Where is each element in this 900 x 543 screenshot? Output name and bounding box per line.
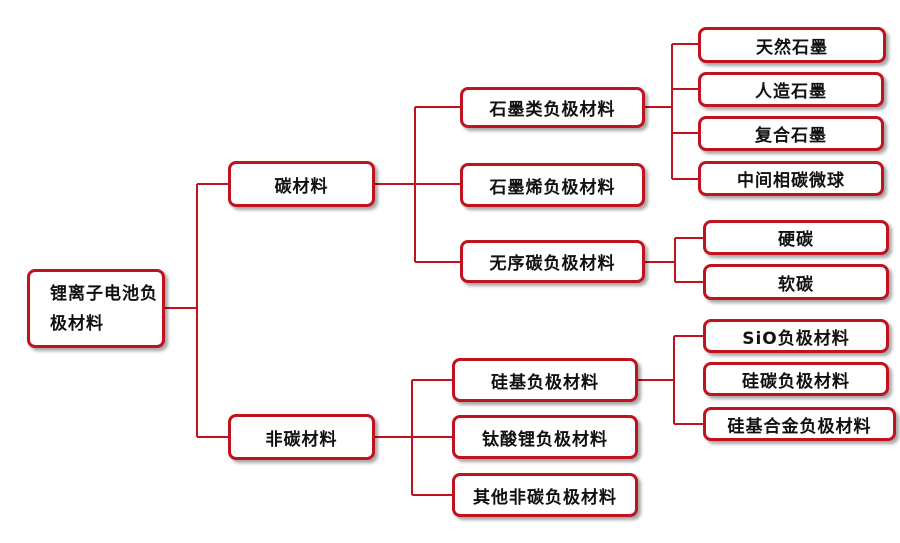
lithium-titanate-anode-label: 钛酸锂负极材料 (482, 429, 608, 450)
silicon-carbon-anode-node: 硅碳负极材料 (703, 362, 889, 396)
silicon-anode-label: 硅基负极材料 (491, 372, 599, 393)
noncarbon-materials-label: 非碳材料 (265, 429, 338, 450)
disordered-carbon-anode-node: 无序碳负极材料 (460, 240, 645, 283)
lithium-titanate-anode-node: 钛酸锂负极材料 (452, 415, 638, 459)
artificial-graphite-label: 人造石墨 (755, 82, 827, 102)
natural-graphite-label: 天然石墨 (756, 37, 828, 58)
carbon-materials-label: 碳材料 (274, 176, 329, 197)
noncarbon-materials-node: 非碳材料 (228, 414, 375, 460)
graphene-anode-label: 石墨烯负极材料 (489, 177, 616, 198)
carbon-materials-node: 碳材料 (228, 161, 375, 207)
silicon-anode-node: 硅基负极材料 (452, 358, 638, 402)
natural-graphite-node: 天然石墨 (698, 27, 886, 63)
silicon-carbon-anode-label: 硅碳负极材料 (742, 371, 850, 392)
soft-carbon-node: 软碳 (703, 264, 889, 300)
mesocarbon-microbeads-label: 中间相碳微球 (737, 171, 845, 191)
graphite-anode-label: 石墨类负极材料 (489, 100, 616, 120)
root-node: 锂离子电池负极材料 (27, 269, 165, 348)
composite-graphite-label: 复合石墨 (755, 126, 827, 146)
graphite-anode-node: 石墨类负极材料 (460, 87, 645, 128)
sio-anode-node: SiO负极材料 (703, 319, 889, 353)
other-noncarbon-anode-label: 其他非碳负极材料 (473, 487, 617, 508)
soft-carbon-label: 软碳 (778, 274, 814, 295)
silicon-alloy-anode-label: 硅基合金负极材料 (727, 416, 872, 437)
hard-carbon-label: 硬碳 (778, 230, 814, 250)
other-noncarbon-anode-node: 其他非碳负极材料 (452, 473, 638, 517)
graphene-anode-node: 石墨烯负极材料 (460, 163, 645, 207)
silicon-alloy-anode-node: 硅基合金负极材料 (703, 407, 896, 441)
root-label: 锂离子电池负极材料 (50, 283, 158, 334)
mesocarbon-microbeads-node: 中间相碳微球 (698, 161, 884, 196)
artificial-graphite-node: 人造石墨 (698, 72, 884, 107)
hard-carbon-node: 硬碳 (703, 220, 889, 255)
composite-graphite-node: 复合石墨 (698, 116, 884, 151)
disordered-carbon-anode-label: 无序碳负极材料 (489, 254, 616, 274)
sio-anode-label: SiO负极材料 (742, 328, 850, 349)
